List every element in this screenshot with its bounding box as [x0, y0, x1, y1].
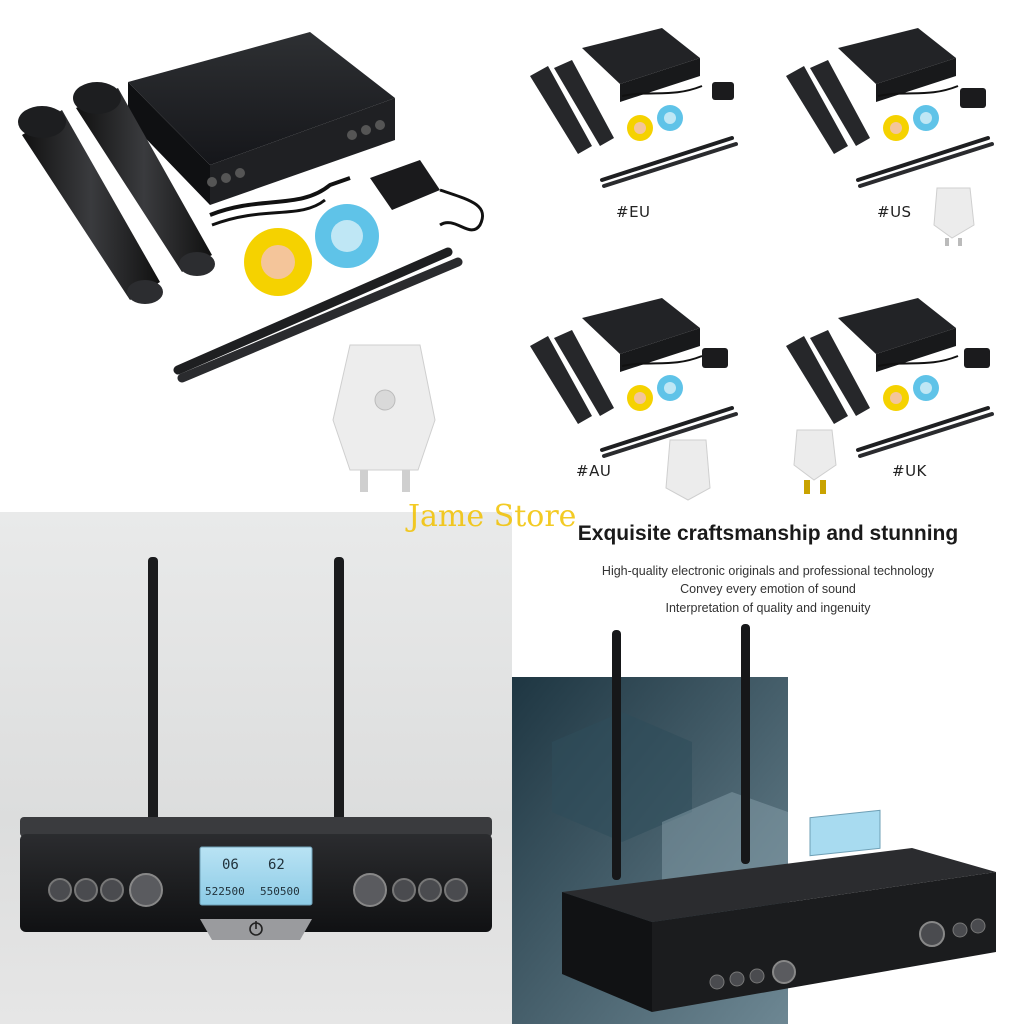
receiver-box — [128, 32, 395, 205]
lcd-display: 06 62 522500 550500 — [199, 846, 313, 906]
receiver-angled — [562, 809, 996, 1012]
craftsmanship-panel: Exquisite craftsmanship and stunning Hig… — [512, 512, 1024, 1024]
plug-adapter — [332, 344, 436, 492]
lcd-freq-left: 522500 — [205, 885, 245, 898]
craftsmanship-title: Exquisite craftsmanship and stunning — [577, 522, 959, 545]
knob-group-left — [48, 873, 163, 907]
main-kit-panel — [0, 0, 512, 512]
variant-au-kit — [528, 296, 738, 501]
plug-variants-image — [528, 26, 994, 501]
craftsmanship-line-1: High-quality electronic originals and pr… — [601, 564, 935, 578]
mic-ring-blue — [315, 204, 379, 268]
power-icon — [249, 921, 263, 936]
mic-ring-yellow — [244, 228, 312, 296]
plug-variants-panel: #EU #US #AU #UK — [512, 0, 1024, 512]
receiver-front-panel: 06 62 522500 550500 — [0, 512, 512, 1024]
store-watermark: Jame Store — [408, 499, 577, 534]
knob-group-right — [353, 873, 468, 907]
main-kit-image — [18, 32, 484, 492]
variant-us-kit — [784, 26, 994, 246]
craftsmanship-image — [512, 624, 996, 1024]
variant-label-us: #US — [877, 203, 912, 221]
lcd-channel-right: 62 — [268, 857, 285, 873]
variant-label-eu: #EU — [616, 203, 651, 221]
antenna-left-angled — [612, 630, 621, 880]
craftsmanship-line-2: Convey every emotion of sound — [680, 582, 856, 596]
audio-cable — [209, 176, 351, 217]
antenna-right-angled — [741, 624, 750, 864]
variant-eu-kit — [528, 26, 738, 188]
variant-uk-kit — [784, 296, 994, 494]
lcd-freq-right: 550500 — [260, 885, 300, 898]
craftsmanship-line-3: Interpretation of quality and ingenuity — [665, 601, 871, 615]
microphone-left — [18, 106, 163, 304]
microphone-right — [73, 82, 215, 276]
variant-label-uk: #UK — [892, 462, 927, 480]
lcd-channel-left: 06 — [222, 857, 239, 873]
power-adapter — [370, 160, 484, 232]
antennas — [173, 247, 463, 383]
variant-label-au: #AU — [576, 462, 612, 480]
antenna-left — [148, 557, 158, 827]
antenna-right — [334, 557, 344, 827]
receiver-front-image: 06 62 522500 550500 — [20, 557, 492, 940]
